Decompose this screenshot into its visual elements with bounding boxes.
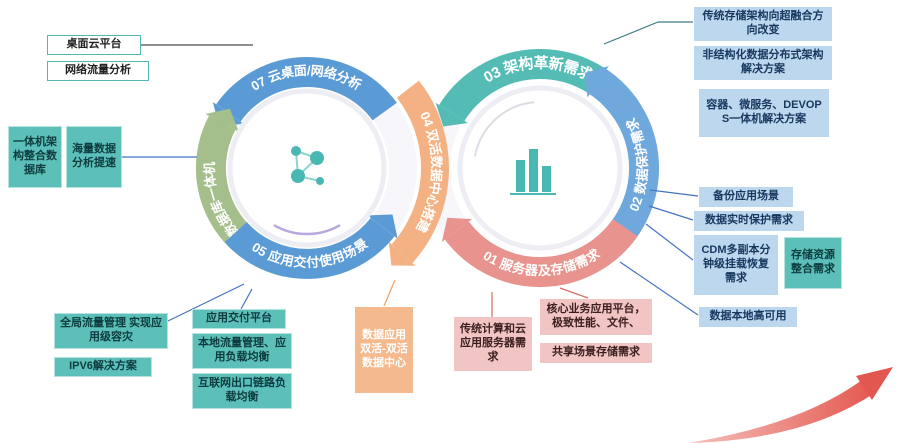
callout-desktop-cloud-platform: 桌面云平台	[47, 35, 141, 55]
callout-shared-scene-storage: 共享场景存储需求	[540, 343, 652, 363]
arc-arrowhead-05	[367, 214, 398, 239]
callout-dual-active-datacenter: 数据应用双活-双活数据中心	[355, 307, 413, 393]
callout-local-traffic-load-balance: 本地流量管理、应用负载均衡	[192, 333, 292, 369]
molecule-icon	[316, 177, 324, 185]
bar-chart-icon	[529, 149, 538, 192]
molecule-icon	[291, 169, 305, 183]
callout-realtime-data-protection: 数据实时保护需求	[694, 211, 804, 231]
callout-ipv6-solution: IPV6解决方案	[54, 357, 152, 377]
callout-app-delivery-platform: 应用交付平台	[192, 309, 286, 329]
callout-hyperconverged-shift: 传统存储架构向超融合方向改变	[694, 7, 832, 41]
arc-arrowhead-01	[441, 217, 473, 243]
callout-local-high-availability: 数据本地高可用	[699, 307, 797, 327]
callout-backup-scenarios: 备份应用场景	[699, 187, 793, 207]
arc-arrowhead-04	[388, 241, 416, 266]
left-hub-purple-accent-arc	[273, 224, 341, 236]
connector-line	[167, 283, 245, 322]
connector-line	[645, 223, 694, 261]
arc-arrowhead-02	[584, 66, 609, 98]
callout-internet-link-load-balance: 互联网出口链路负载均衡	[192, 373, 292, 409]
molecule-icon	[291, 146, 301, 156]
swoosh-arrow	[688, 380, 876, 443]
arc-segment-07	[216, 57, 397, 122]
callout-network-traffic-analysis: 网络流量分析	[47, 61, 149, 81]
callout-storage-consolidation: 存储资源整合需求	[784, 237, 842, 289]
right-hub-inner-circle	[457, 85, 623, 251]
callout-mass-data-speedup: 海量数据分析提速	[66, 126, 122, 188]
connector-line	[649, 189, 699, 197]
right-hub-gray-accent-arc	[474, 101, 535, 157]
connector-line	[603, 21, 659, 45]
callout-container-devops-appliance: 容器、微服务、DEVOPS一体机解决方案	[699, 89, 829, 137]
connector-line	[619, 261, 699, 316]
bar-chart-icon	[516, 160, 525, 192]
arc-arrowhead-06	[205, 108, 240, 132]
connector-line	[240, 288, 253, 310]
callout-cdm-minute-recovery: CDM多副本分钟级挂载恢复需求	[694, 235, 778, 295]
callout-traditional-cloud-compute: 传统计算和云应用服务器需求	[454, 317, 532, 371]
arc-arrowhead-03	[435, 102, 468, 127]
connector-line	[648, 205, 694, 221]
arc-segment-04	[391, 80, 449, 263]
callout-aio-db-consolidation: 一体机架构整合数据库	[8, 126, 62, 188]
bar-chart-icon	[542, 166, 551, 192]
arc-segment-05	[224, 217, 395, 279]
callout-global-traffic-management: 全局流量管理 实现应用级容灾	[54, 313, 168, 349]
callout-unstructured-distributed: 非结构化数据分布式架构解决方案	[694, 46, 832, 80]
swoosh-arrow-head	[856, 367, 893, 400]
connector-line	[383, 279, 396, 307]
arc-segment-01	[444, 218, 638, 288]
callout-core-business-platform: 核心业务应用平台，极致性能、文件、	[540, 299, 652, 335]
connector-line	[559, 287, 589, 299]
molecule-icon	[310, 151, 324, 165]
